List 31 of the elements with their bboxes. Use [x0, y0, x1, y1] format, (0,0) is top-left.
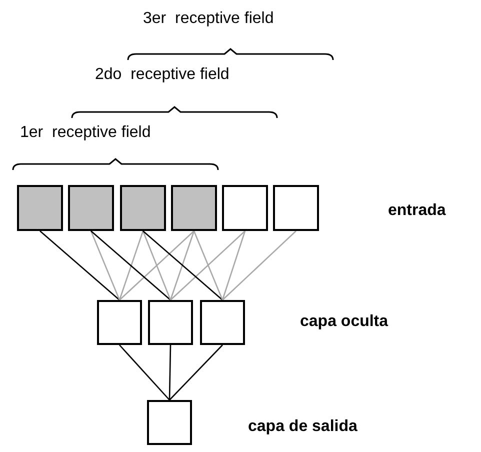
neuron-box	[273, 185, 319, 231]
field-label: 2do receptive field	[95, 66, 230, 84]
connection-line	[142, 230, 223, 300]
neuron-box	[120, 185, 166, 231]
connection-line	[170, 230, 195, 300]
layer-label: capa de salida	[248, 418, 358, 436]
connection-line	[222, 230, 246, 300]
neuron-box	[171, 185, 217, 231]
layer-label: capa oculta	[300, 313, 388, 331]
field-label: 1er receptive field	[20, 124, 151, 142]
neuron-box	[222, 185, 268, 231]
field-label: 3er receptive field	[143, 10, 274, 28]
neuron-box	[68, 185, 114, 231]
connection-line	[193, 230, 224, 300]
connection-line	[119, 230, 194, 300]
connection-line	[119, 344, 170, 400]
connection-line	[170, 230, 246, 300]
connection-line	[168, 344, 172, 400]
connection-line	[222, 230, 296, 300]
connection-line	[142, 230, 172, 300]
neuron-box	[147, 400, 192, 445]
neuron-box	[200, 300, 245, 345]
connection-line	[90, 230, 171, 300]
neuron-box	[17, 185, 63, 231]
connection-line	[90, 230, 120, 300]
neuron-box	[148, 300, 193, 345]
connection-line	[118, 230, 144, 300]
connection-line	[40, 230, 120, 300]
layer-label: entrada	[388, 202, 446, 220]
connection-line	[169, 344, 223, 400]
neuron-box	[97, 300, 142, 345]
